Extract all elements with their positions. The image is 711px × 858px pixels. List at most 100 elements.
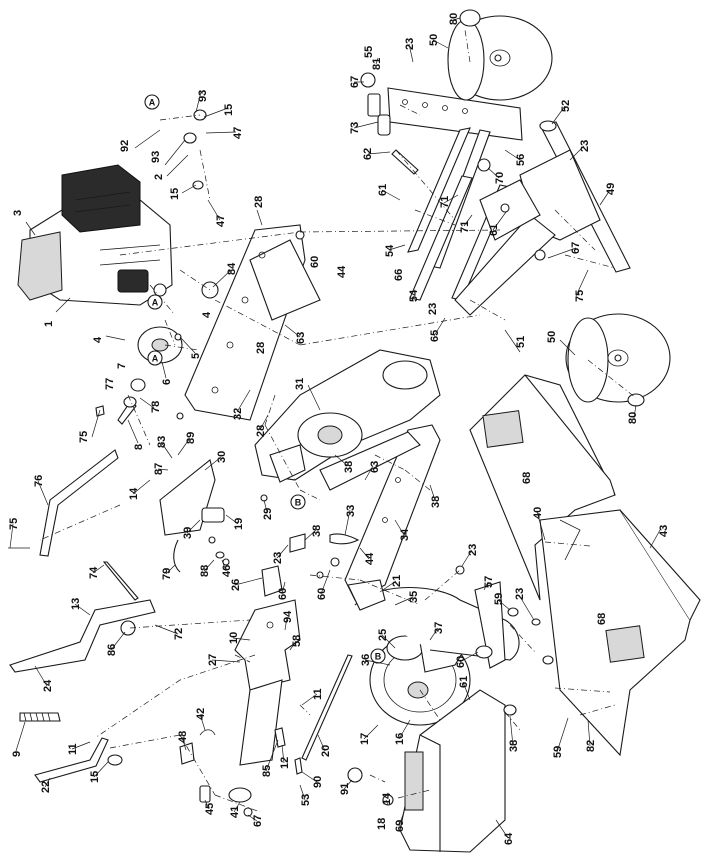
part-callout: 22 bbox=[40, 781, 52, 793]
part-callout: 37 bbox=[433, 622, 445, 634]
part-callout: 23 bbox=[272, 552, 284, 564]
part-callout: 12 bbox=[279, 757, 291, 769]
part-callout: 67 bbox=[570, 242, 582, 254]
part-callout: 70 bbox=[494, 172, 506, 184]
part-callout: 2 bbox=[153, 174, 165, 180]
callout-labels: 3 1 92 93 93 15 47 2 15 47 28 84 4 4 5 6… bbox=[8, 13, 670, 845]
part-callout: 23 bbox=[427, 303, 439, 315]
part-callout: 69 bbox=[394, 820, 406, 832]
part-callout: 40 bbox=[532, 507, 544, 519]
part-callout: 60 bbox=[277, 588, 289, 600]
reference-mark-a: A bbox=[144, 94, 160, 110]
reference-mark-a: A bbox=[147, 350, 163, 366]
part-callout: 93 bbox=[150, 151, 162, 163]
part-callout: 38 bbox=[343, 461, 355, 473]
part-callout: 71 bbox=[439, 196, 451, 208]
part-callout: 78 bbox=[150, 401, 162, 413]
part-callout: 56 bbox=[515, 154, 527, 166]
part-callout: 46 bbox=[221, 565, 233, 577]
reference-mark-label: A bbox=[152, 298, 159, 308]
part-callout: 35 bbox=[408, 591, 420, 603]
part-callout: 15 bbox=[223, 104, 235, 116]
part-callout: 7 bbox=[116, 363, 128, 369]
part-callout: 68 bbox=[521, 472, 533, 484]
part-callout: 3 bbox=[12, 210, 24, 216]
part-callout: 53 bbox=[300, 794, 312, 806]
part-callout: 67 bbox=[252, 815, 264, 827]
part-callout: 66 bbox=[393, 269, 405, 281]
wheel-top bbox=[447, 15, 553, 101]
part-callout: 23 bbox=[404, 38, 416, 50]
part-callout: 55 bbox=[363, 46, 375, 58]
part-callout: 47 bbox=[215, 215, 227, 227]
part-callout: 54 bbox=[384, 244, 396, 257]
part-callout: 19 bbox=[233, 518, 245, 530]
part-callout: 61 bbox=[458, 676, 470, 688]
part-callout: 28 bbox=[253, 196, 265, 208]
part-callout: 81 bbox=[371, 58, 383, 70]
part-callout: 90 bbox=[312, 776, 324, 788]
parts-artwork bbox=[8, 9, 701, 853]
part-callout: 54 bbox=[408, 289, 420, 302]
reference-mark-a: A bbox=[147, 294, 163, 310]
wheel-bottom bbox=[565, 313, 671, 403]
part-callout: 33 bbox=[345, 505, 357, 517]
part-callout: 1 bbox=[43, 321, 55, 327]
part-callout: 60 bbox=[455, 656, 467, 668]
part-callout: 11 bbox=[67, 743, 79, 755]
reference-mark-b: B bbox=[290, 494, 306, 510]
part-callout: 94 bbox=[282, 610, 294, 623]
part-callout: 29 bbox=[262, 508, 274, 520]
part-callout: 83 bbox=[156, 436, 168, 448]
assembly-lines bbox=[39, 29, 637, 813]
part-callout: 23 bbox=[579, 140, 591, 152]
reference-mark-label: B bbox=[295, 498, 302, 508]
reference-mark-label: A bbox=[149, 98, 156, 108]
axle-assembly bbox=[454, 120, 631, 316]
part-callout: 86 bbox=[106, 644, 118, 656]
part-callout: 72 bbox=[173, 628, 185, 640]
part-callout: 57 bbox=[483, 576, 495, 588]
part-callout: 25 bbox=[377, 629, 389, 641]
part-callout: 30 bbox=[216, 451, 228, 463]
part-callout: 64 bbox=[503, 832, 515, 845]
reference-mark-label: B bbox=[375, 652, 382, 662]
part-callout: 60 bbox=[316, 588, 328, 600]
part-callout: 92 bbox=[119, 140, 131, 152]
shift-lever bbox=[19, 712, 123, 783]
part-callout: 20 bbox=[320, 745, 332, 757]
part-callout: 38 bbox=[311, 525, 323, 537]
part-callout: 49 bbox=[605, 183, 617, 195]
part-callout: 15 bbox=[89, 771, 101, 783]
transmission-housing bbox=[254, 349, 441, 483]
part-callout: 82 bbox=[585, 740, 597, 752]
part-callout: 6 bbox=[161, 379, 173, 385]
part-callout: 32 bbox=[232, 408, 244, 420]
part-callout: 60 bbox=[309, 256, 321, 268]
side-shield bbox=[469, 374, 701, 757]
part-callout: 39 bbox=[182, 527, 194, 539]
handle-bars bbox=[9, 449, 156, 673]
part-callout: 50 bbox=[546, 331, 558, 343]
part-callout: 85 bbox=[261, 765, 273, 777]
reference-mark-label: A bbox=[152, 354, 159, 364]
part-callout: 23 bbox=[467, 544, 479, 556]
part-callout: 77 bbox=[104, 378, 116, 390]
part-callout: 44 bbox=[336, 265, 348, 278]
part-callout: 59 bbox=[552, 746, 564, 758]
part-callout: 11 bbox=[312, 688, 324, 700]
part-callout: 91 bbox=[339, 783, 351, 795]
part-callout: 79 bbox=[161, 568, 173, 580]
lower-frame bbox=[319, 424, 441, 601]
part-callout: 18 bbox=[376, 818, 388, 830]
leader-lines bbox=[9, 17, 661, 839]
part-callout: 80 bbox=[448, 13, 460, 25]
part-callout: 88 bbox=[199, 565, 211, 577]
part-callout: 4 bbox=[201, 311, 213, 318]
part-callout: 43 bbox=[658, 525, 670, 537]
part-callout: 15 bbox=[169, 188, 181, 200]
part-callout: 59 bbox=[493, 593, 505, 605]
part-callout: 5 bbox=[190, 353, 202, 359]
depth-stake bbox=[234, 599, 301, 766]
